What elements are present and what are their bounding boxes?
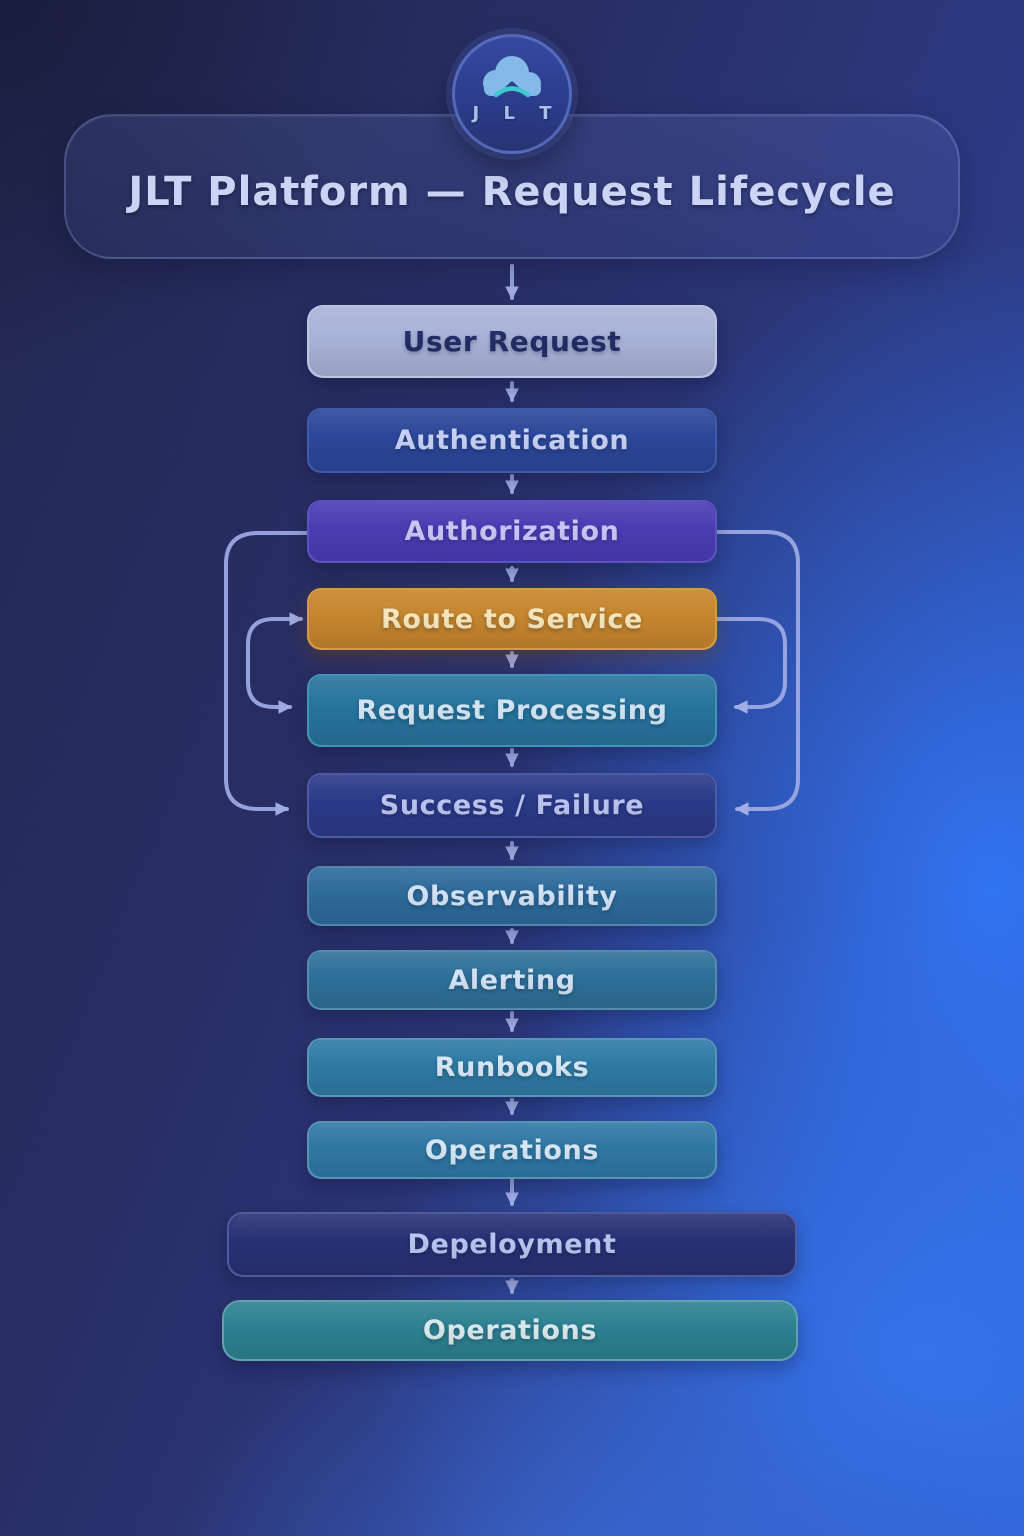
node-operations-final: Operations: [222, 1300, 798, 1361]
node-authorization: Authorization: [307, 500, 717, 563]
node-operations: Operations: [307, 1121, 717, 1179]
node-success-failure: Success / Failure: [307, 773, 717, 838]
node-user-request: User Request: [307, 305, 717, 378]
node-route-to-service: Route to Service: [307, 588, 717, 650]
node-observability: Observability: [307, 866, 717, 926]
node-depeloyment: Depeloyment: [227, 1212, 797, 1277]
curve-left-inner-route-processing-loop: [246, 612, 304, 714]
node-alerting: Alerting: [307, 950, 717, 1010]
curve-left-outer-authorization-success: [224, 531, 309, 816]
curve-right-inner-route-processing: [715, 617, 787, 714]
logo-wordmark: J L T: [472, 103, 561, 124]
node-request-processing: Request Processing: [307, 674, 717, 747]
node-runbooks: Runbooks: [307, 1038, 717, 1097]
node-authentication: Authentication: [307, 408, 717, 473]
jlt-logo-badge: J L T: [452, 34, 572, 154]
cloud-icon: [483, 56, 541, 98]
